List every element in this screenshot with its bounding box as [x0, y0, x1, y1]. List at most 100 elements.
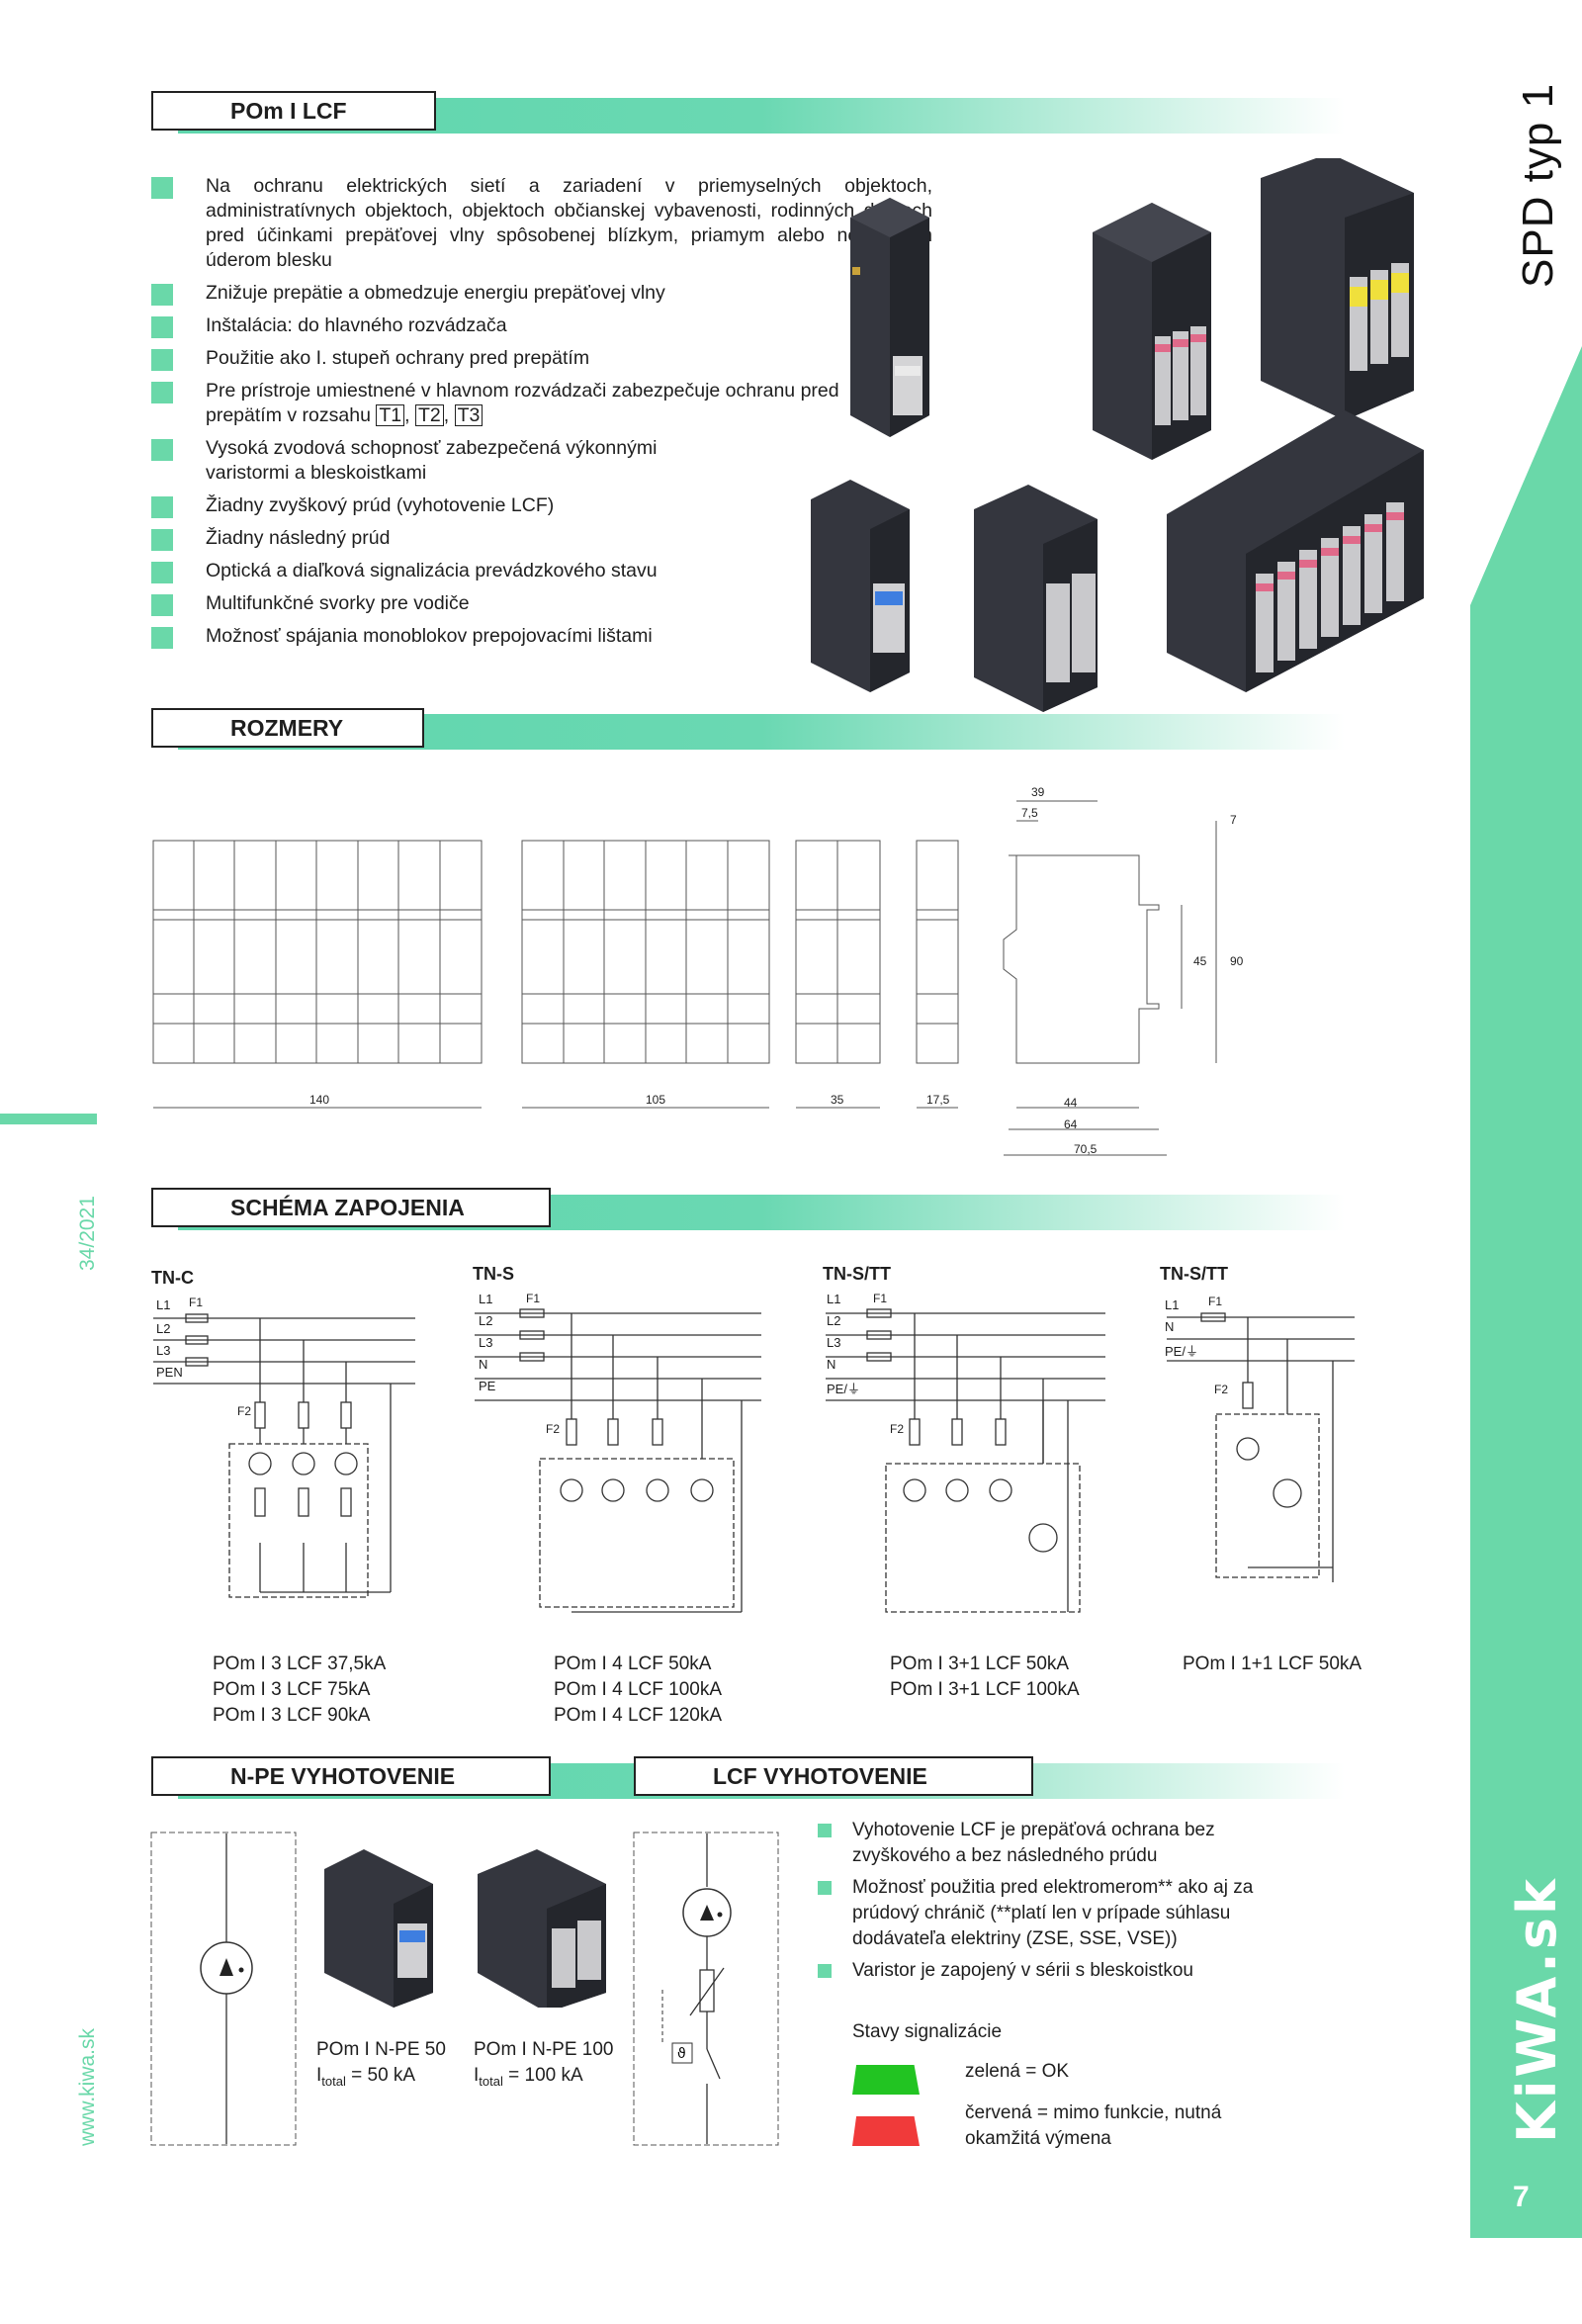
diagram-title-tns: TN-S — [473, 1264, 514, 1284]
fuse-label: F1 — [189, 1296, 204, 1309]
line-label: L1 — [827, 1292, 841, 1306]
sidebar-title: SPD typ 1 — [1508, 83, 1567, 292]
line-label: L2 — [156, 1321, 171, 1336]
list-item: Vyhotovenie LCF je prepäťová ochrana bez… — [815, 1818, 1270, 1869]
dim-35: 35 — [831, 1093, 844, 1107]
lcf-feature-list: Vyhotovenie LCF je prepäťová ochrana bez… — [815, 1818, 1270, 1990]
product-triple — [1093, 203, 1211, 460]
wiring-diagrams — [153, 1308, 1355, 1613]
dim-140: 140 — [309, 1093, 330, 1107]
list-item: Pre prístroje umiestnené v hlavnom rozvá… — [151, 379, 888, 428]
line-label: L3 — [827, 1335, 841, 1350]
product-multi-pink — [1167, 410, 1424, 692]
list-item: Inštalácia: do hlavného rozvádzača — [151, 313, 932, 338]
issue-label: 34/2021 — [76, 1196, 99, 1271]
margin-accent-bar — [0, 1114, 97, 1124]
npe-50-photo — [324, 1849, 433, 2008]
models-tnstt: POm I 3+1 LCF 50kA POm I 3+1 LCF 100kA — [890, 1654, 1080, 1700]
signal-red-label: červená = mimo funkcie, nutná okamžitá v… — [965, 2102, 1222, 2149]
diagram-title-tnc: TN-C — [151, 1268, 194, 1288]
section-heading-lcf: LCF VYHOTOVENIE — [634, 1756, 1033, 1796]
list-item: Multifunkčné svorky pre vodiče — [151, 591, 932, 616]
fuse-label: F1 — [1208, 1295, 1223, 1308]
list-item: Žiadny zvyškový prúd (vyhotovenie LCF) — [151, 493, 932, 518]
list-item: Optická a diaľková signalizácia prevádzk… — [151, 559, 932, 583]
sidebar-background — [1470, 346, 1582, 2238]
bullet-square — [151, 177, 173, 199]
module-block-35 — [795, 840, 881, 1064]
line-label: L3 — [156, 1343, 171, 1358]
wiring-tns — [475, 1308, 761, 1613]
product-npe-blue — [811, 480, 910, 692]
models-tns: POm I 4 LCF 50kA POm I 4 LCF 100kA POm I… — [554, 1654, 723, 1726]
list-item: Vysoká zvodová schopnosť zabezpečená výk… — [151, 436, 720, 486]
diagram-title-tnstt: TN-S/TT — [823, 1264, 891, 1284]
lcf-schematic: ϑ — [633, 1832, 779, 2146]
models-tnstt-11: POm I 1+1 LCF 50kA — [1183, 1654, 1362, 1674]
list-item: Použitie ako I. stupeň ochrany pred prep… — [151, 346, 932, 371]
diagram-title-tnstt-2: TN-S/TT — [1160, 1264, 1228, 1284]
product-photos — [811, 158, 1424, 712]
list-item: Znižuje prepätie a obmedzuje energiu pre… — [151, 281, 932, 306]
fuse-label: F1 — [526, 1292, 541, 1305]
npe-100-photo — [478, 1849, 606, 2008]
website-label: www.kiwa.sk — [76, 2027, 99, 2146]
wiring-tnstt-11 — [1167, 1312, 1355, 1582]
npe-100-itotal: Itotal = 100 kA — [474, 2065, 583, 2089]
npe-schematic — [150, 1832, 297, 2146]
line-label: L3 — [479, 1335, 493, 1350]
section-heading-rozmery: ROZMERY — [151, 708, 424, 748]
signal-green-swatch — [852, 2065, 920, 2095]
side-profile — [1003, 854, 1160, 1064]
range-t1: T1 — [376, 404, 405, 426]
dim-39: 39 — [1031, 785, 1045, 799]
line-label: N — [1165, 1319, 1175, 1334]
section-heading-pom: POm I LCF — [151, 91, 436, 131]
dim-90: 90 — [1230, 954, 1244, 968]
module-block-17-5 — [916, 840, 959, 1064]
line-label: L2 — [827, 1313, 841, 1328]
npe-50-label: POm I N-PE 50 Itotal = 50 kA — [316, 2037, 446, 2095]
sidebar-title-text: SPD typ 1 — [1514, 82, 1562, 288]
line-label: L1 — [156, 1297, 171, 1312]
fuse-label: F1 — [873, 1292, 888, 1305]
fuse-label: F2 — [1214, 1383, 1229, 1396]
line-label: L1 — [479, 1292, 493, 1306]
line-label: L1 — [1165, 1297, 1180, 1312]
list-item: Možnosť použitia pred elektromerom** ako… — [815, 1875, 1270, 1952]
dim-7: 7 — [1230, 813, 1237, 827]
signal-title: Stavy signalizácie — [852, 2021, 1003, 2042]
dim-105: 105 — [646, 1093, 666, 1107]
dimensions-drawing — [152, 800, 1217, 1156]
module-block-105 — [521, 840, 770, 1064]
list-item: Na ochranu elektrických sietí a zariaden… — [151, 174, 932, 273]
npe-50-itotal: Itotal = 50 kA — [316, 2065, 416, 2089]
product-single — [850, 198, 929, 437]
line-label: N — [827, 1357, 836, 1372]
wiring-tnstt — [826, 1308, 1105, 1613]
dim-17-5: 17,5 — [926, 1093, 950, 1107]
wiring-tnc — [153, 1313, 415, 1598]
dim-7-5: 7,5 — [1021, 806, 1038, 820]
product-triple-yellow — [1261, 158, 1414, 420]
list-item: Žiadny následný prúd — [151, 526, 932, 551]
section-heading-schema: SCHÉMA ZAPOJENIA — [151, 1188, 551, 1227]
line-label: PE/⏚ — [827, 1382, 860, 1396]
fuse-label: F2 — [237, 1404, 252, 1418]
logo-text: KiWA.sk — [1506, 1876, 1568, 2143]
line-label: PE — [479, 1379, 496, 1393]
line-label: PE/⏚ — [1165, 1344, 1198, 1359]
fuse-label: F2 — [546, 1422, 561, 1436]
dim-70-5: 70,5 — [1074, 1142, 1098, 1156]
dim-45: 45 — [1193, 954, 1207, 968]
npe-100-label: POm I N-PE 100 Itotal = 100 kA — [474, 2037, 614, 2095]
line-label: PEN — [156, 1365, 183, 1380]
models-tnc: POm I 3 LCF 37,5kA POm I 3 LCF 75kA POm … — [213, 1654, 387, 1726]
section-heading-npe: N-PE VYHOTOVENIE — [151, 1756, 551, 1796]
range-t3: T3 — [454, 404, 483, 426]
dim-64: 64 — [1064, 1117, 1078, 1131]
list-item: Varistor je zapojený v sérii s bleskoist… — [815, 1958, 1270, 1984]
range-t2: T2 — [414, 404, 444, 426]
line-label: L2 — [479, 1313, 493, 1328]
dim-44: 44 — [1064, 1096, 1078, 1110]
